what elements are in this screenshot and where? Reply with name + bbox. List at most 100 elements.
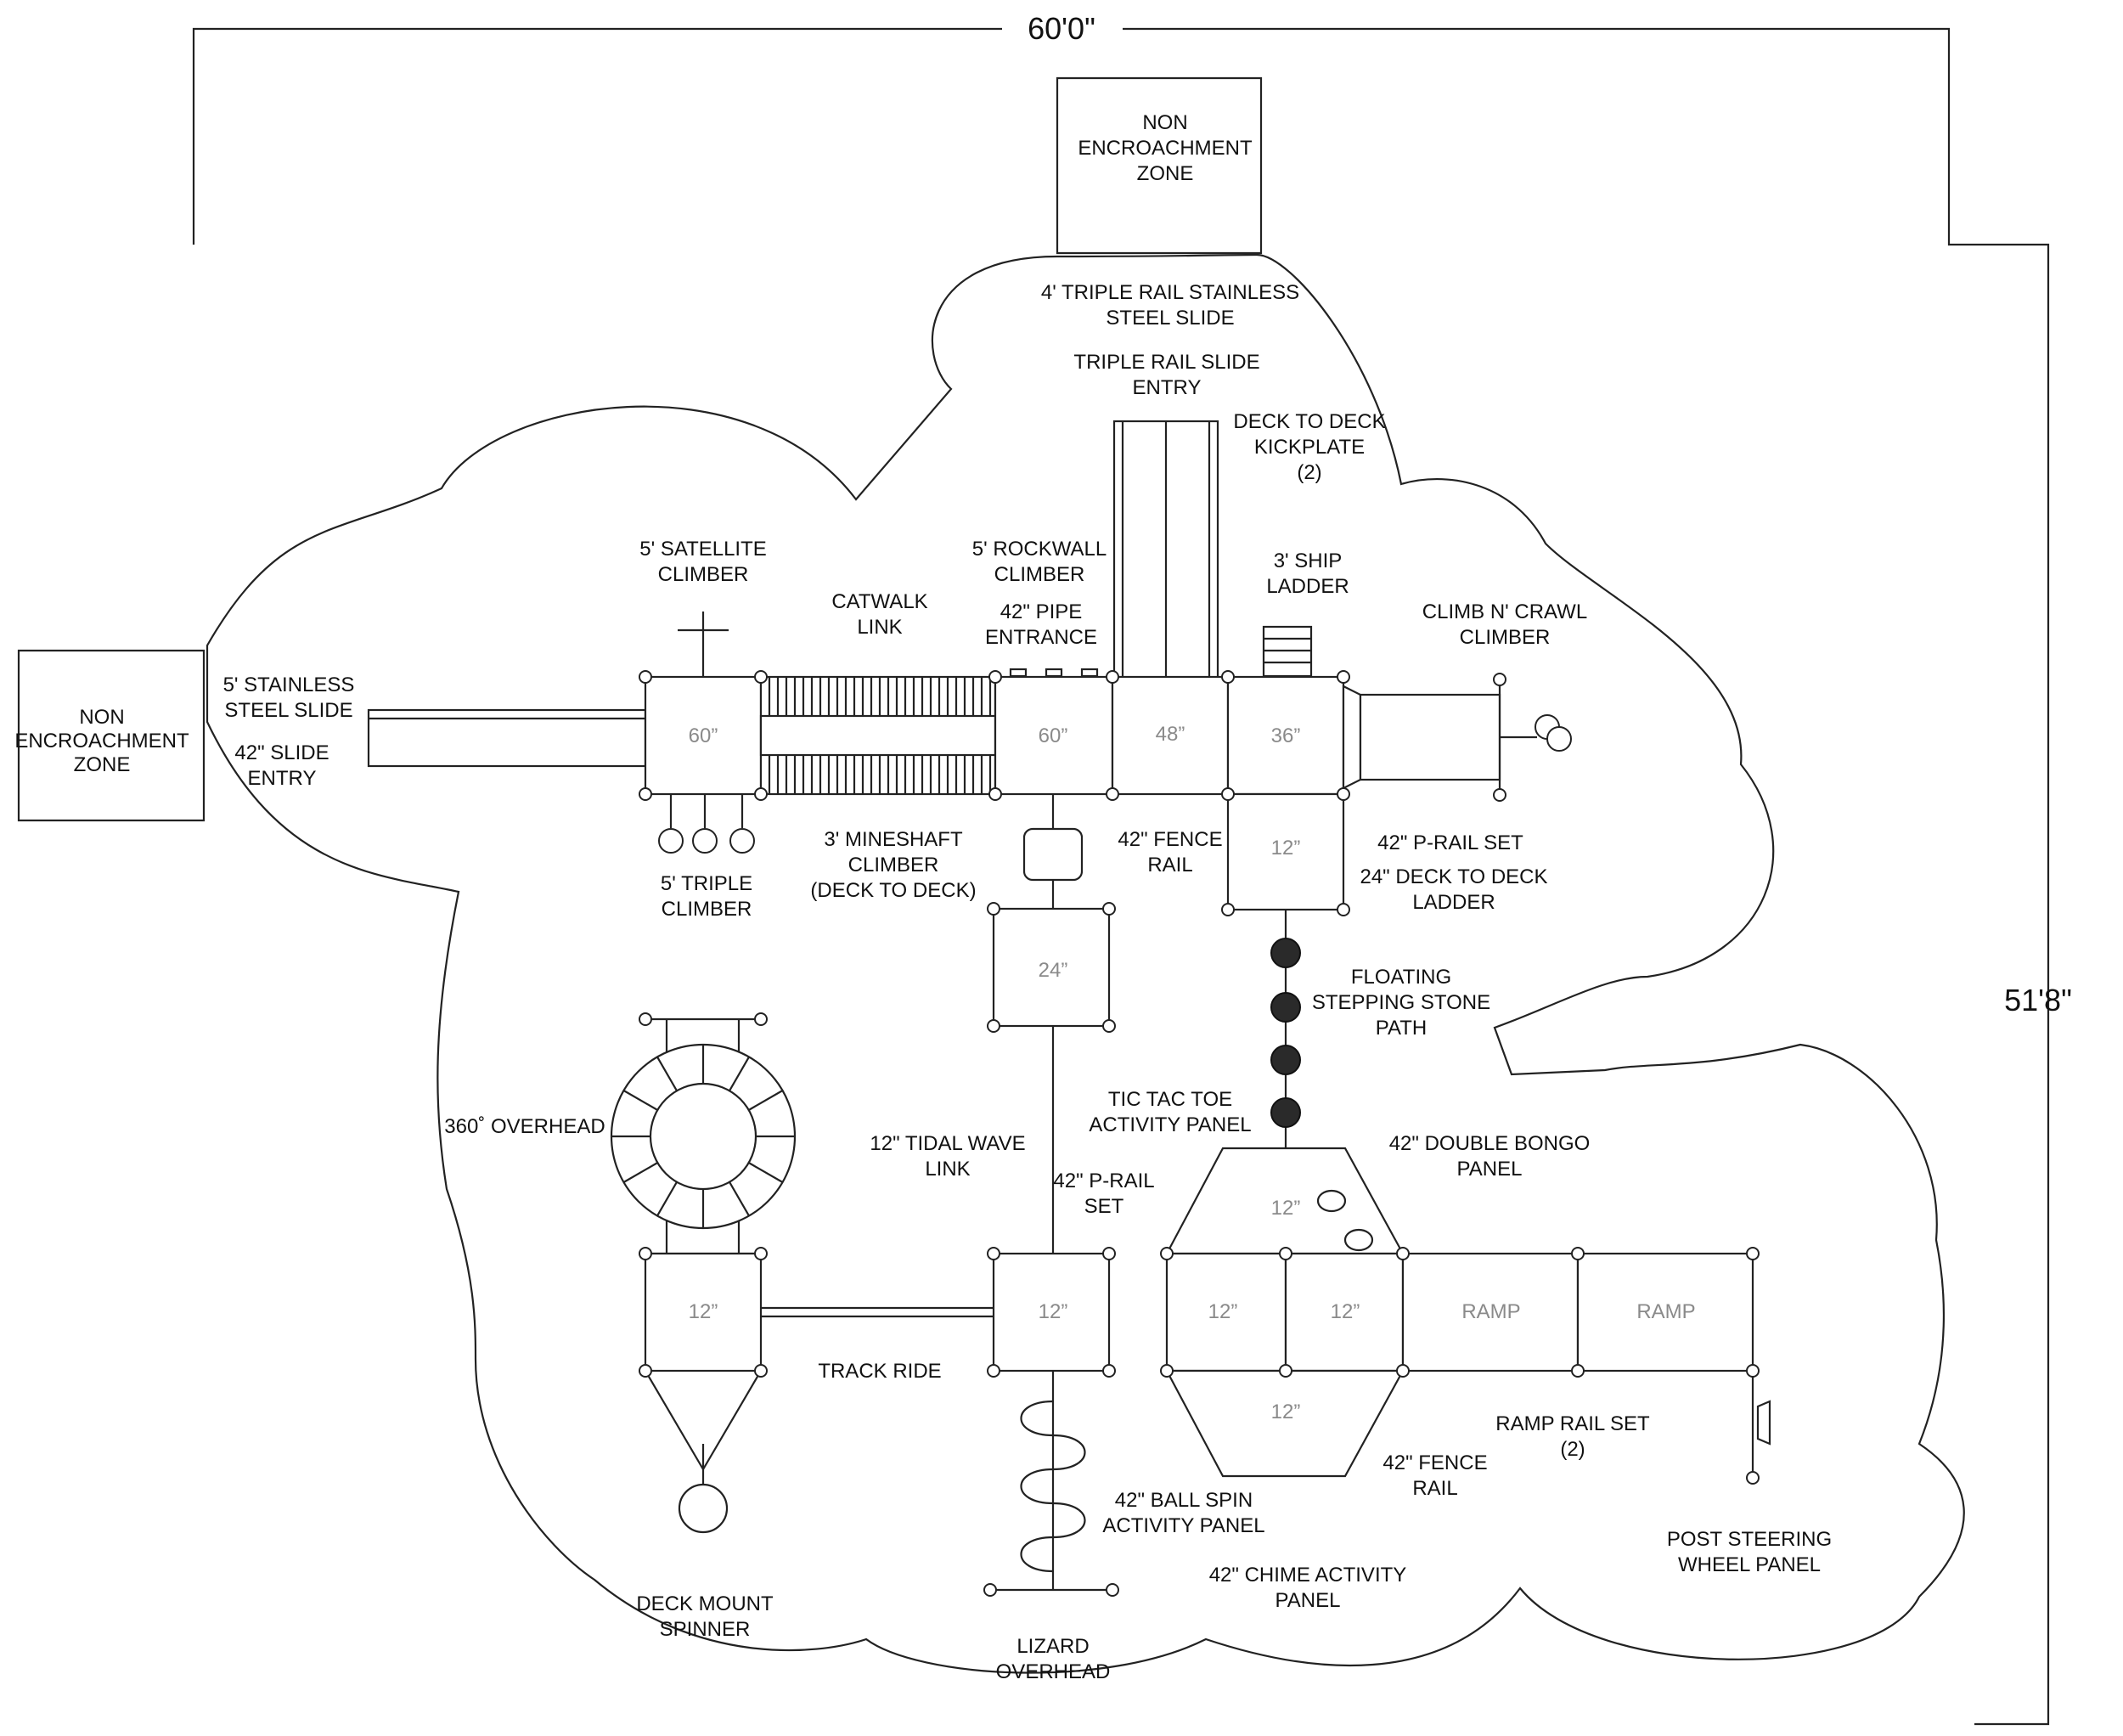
label-triple-climber: 5' TRIPLE CLIMBER xyxy=(661,872,752,921)
post xyxy=(754,1364,768,1378)
post xyxy=(1106,787,1119,801)
label-deck-ladder: 24" DECK TO DECK LADDER xyxy=(1360,865,1547,914)
svg-text:24" DECK TO DECK: 24" DECK TO DECK xyxy=(1360,865,1547,888)
svg-text:WHEEL PANEL: WHEEL PANEL xyxy=(1678,1553,1821,1576)
post xyxy=(1102,902,1116,916)
post xyxy=(1337,787,1350,801)
post xyxy=(1746,1471,1760,1485)
label-stainless-slide: 5' STAINLESS STEEL SLIDE xyxy=(223,674,355,722)
svg-text:ENCROACHMENT: ENCROACHMENT xyxy=(14,730,189,752)
post xyxy=(1221,670,1235,684)
dimension-lines: 60'0" 51'8" xyxy=(192,11,2072,1726)
svg-text:PATH: PATH xyxy=(1376,1017,1427,1040)
svg-text:(DECK TO DECK): (DECK TO DECK) xyxy=(810,879,976,902)
svg-text:ENCROACHMENT: ENCROACHMENT xyxy=(1078,137,1253,160)
svg-text:ENTRY: ENTRY xyxy=(248,767,317,790)
svg-text:RAMP: RAMP xyxy=(1636,1300,1695,1323)
svg-text:SPINNER: SPINNER xyxy=(660,1618,751,1641)
svg-text:42" P-RAIL SET: 42" P-RAIL SET xyxy=(1377,831,1523,854)
svg-text:12”: 12” xyxy=(689,1300,718,1323)
label-catwalk-link: CATWALK LINK xyxy=(831,590,927,639)
svg-text:ENTRANCE: ENTRANCE xyxy=(985,626,1097,649)
svg-text:CLIMBER: CLIMBER xyxy=(994,563,1085,586)
label-mineshaft: 3' MINESHAFT CLIMBER (DECK TO DECK) xyxy=(810,828,976,902)
label-deck-kickplate: DECK TO DECK KICKPLATE (2) xyxy=(1233,410,1385,484)
post xyxy=(1160,1247,1174,1260)
non-encroachment-zone-top: NON ENCROACHMENT ZONE xyxy=(1056,76,1263,255)
svg-text:ACTIVITY PANEL: ACTIVITY PANEL xyxy=(1102,1514,1264,1537)
svg-text:CLIMBER: CLIMBER xyxy=(658,563,749,586)
label-stepping-stone: FLOATING STEPPING STONE PATH xyxy=(1312,966,1490,1040)
deck-12-hex-a: 12” xyxy=(1165,1252,1287,1372)
post xyxy=(754,1247,768,1260)
label-tic-tac-toe: TIC TAC TOE ACTIVITY PANEL xyxy=(1089,1088,1251,1136)
stepping-stone-path xyxy=(1270,910,1301,1148)
overhead-360 xyxy=(610,1017,797,1255)
post xyxy=(1102,1019,1116,1033)
post xyxy=(754,787,768,801)
label-triple-rail-entry: TRIPLE RAIL SLIDE ENTRY xyxy=(1073,351,1259,399)
post xyxy=(987,1364,1000,1378)
deck-24: 24” xyxy=(992,907,1111,1028)
satellite-climber xyxy=(678,612,729,677)
post xyxy=(639,787,652,801)
post xyxy=(1493,673,1506,686)
svg-text:LINK: LINK xyxy=(925,1158,970,1181)
svg-text:42" FENCE: 42" FENCE xyxy=(1382,1451,1487,1474)
svg-text:RAMP RAIL SET: RAMP RAIL SET xyxy=(1495,1412,1650,1435)
label-deck-spinner: DECK MOUNT SPINNER xyxy=(636,1592,774,1641)
post-steering-wheel xyxy=(1751,1371,1771,1478)
triple-climber xyxy=(658,794,755,854)
post xyxy=(1571,1247,1585,1260)
deck-mount-spinner xyxy=(645,1370,762,1534)
svg-text:3' MINESHAFT: 3' MINESHAFT xyxy=(824,828,963,851)
post xyxy=(983,1583,997,1597)
svg-text:DECK TO DECK: DECK TO DECK xyxy=(1233,410,1385,433)
post xyxy=(1106,670,1119,684)
post xyxy=(1396,1247,1410,1260)
post xyxy=(1160,1364,1174,1378)
post xyxy=(754,670,768,684)
svg-text:5' STAINLESS: 5' STAINLESS xyxy=(223,674,355,696)
svg-text:42" SLIDE: 42" SLIDE xyxy=(234,741,329,764)
svg-text:TIC TAC TOE: TIC TAC TOE xyxy=(1108,1088,1232,1111)
svg-text:5' TRIPLE: 5' TRIPLE xyxy=(661,872,752,895)
svg-text:ACTIVITY PANEL: ACTIVITY PANEL xyxy=(1089,1113,1251,1136)
svg-text:12”: 12” xyxy=(1039,1300,1068,1323)
svg-text:12”: 12” xyxy=(1271,837,1301,860)
svg-text:OVERHEAD: OVERHEAD xyxy=(996,1660,1111,1683)
label-double-bongo: 42" DOUBLE BONGO PANEL xyxy=(1389,1132,1591,1181)
svg-text:12”: 12” xyxy=(1208,1300,1238,1323)
svg-text:42" PIPE: 42" PIPE xyxy=(1000,600,1083,623)
deck-12-right: 12” xyxy=(1226,792,1345,911)
post xyxy=(1746,1364,1760,1378)
svg-text:(2): (2) xyxy=(1560,1438,1585,1461)
post xyxy=(1221,903,1235,916)
svg-text:42" BALL SPIN: 42" BALL SPIN xyxy=(1115,1489,1253,1512)
svg-text:CATWALK: CATWALK xyxy=(831,590,927,613)
label-pipe-entrance: 42" PIPE ENTRANCE xyxy=(985,600,1097,649)
svg-text:TRIPLE RAIL SLIDE: TRIPLE RAIL SLIDE xyxy=(1073,351,1259,374)
svg-text:ZONE: ZONE xyxy=(1137,162,1194,185)
svg-text:42" CHIME ACTIVITY: 42" CHIME ACTIVITY xyxy=(1209,1564,1407,1587)
svg-text:FLOATING: FLOATING xyxy=(1351,966,1451,989)
lizard-overhead xyxy=(990,1371,1112,1592)
post xyxy=(988,787,1002,801)
non-encroachment-zone-left: NON ENCROACHMENT ZONE xyxy=(14,649,206,822)
post xyxy=(754,1012,768,1026)
deck-36: 36” xyxy=(1226,675,1345,796)
svg-text:12”: 12” xyxy=(1271,1401,1301,1423)
label-slide-entry: 42" SLIDE ENTRY xyxy=(234,741,329,790)
deck-12-mid: 12” xyxy=(992,1252,1111,1372)
post xyxy=(639,1012,652,1026)
svg-text:3' SHIP: 3' SHIP xyxy=(1274,550,1343,572)
svg-text:RAMP: RAMP xyxy=(1461,1300,1520,1323)
svg-text:5' ROCKWALL: 5' ROCKWALL xyxy=(972,538,1107,561)
label-climb-crawl: CLIMB N' CRAWL CLIMBER xyxy=(1422,600,1587,649)
label-rockwall-climber: 5' ROCKWALL CLIMBER xyxy=(972,538,1107,586)
svg-text:SET: SET xyxy=(1084,1195,1124,1218)
svg-text:12”: 12” xyxy=(1331,1300,1360,1323)
labels: 4' TRIPLE RAIL STAINLESS STEEL SLIDE TRI… xyxy=(223,281,1833,1683)
post xyxy=(1746,1247,1760,1260)
svg-text:STEEL SLIDE: STEEL SLIDE xyxy=(1106,307,1234,330)
